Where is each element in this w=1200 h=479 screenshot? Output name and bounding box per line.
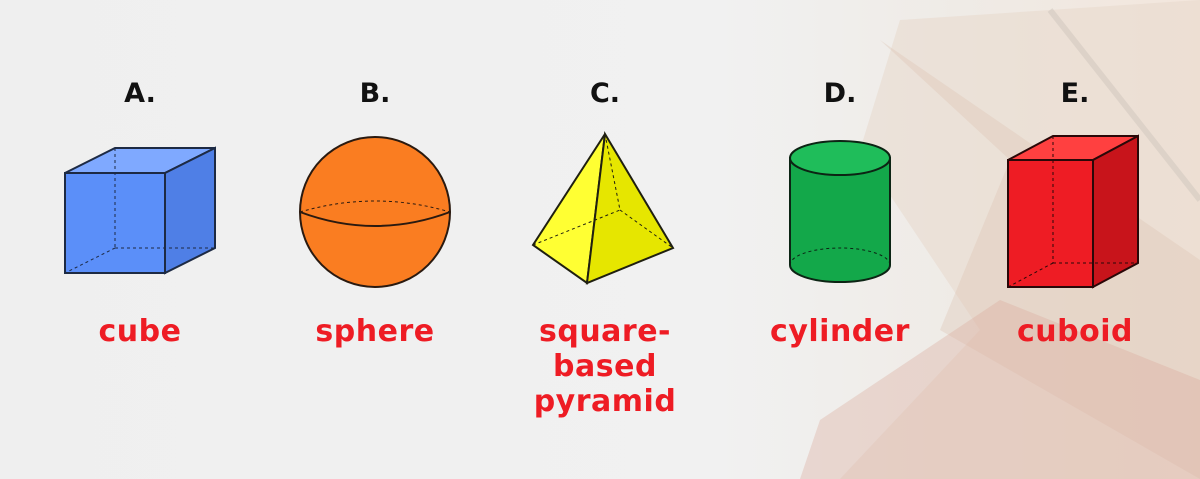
- sphere-icon: [299, 136, 451, 288]
- shape-item-sphere: B. sphere: [275, 0, 475, 479]
- shape-letter: E.: [1060, 78, 1090, 109]
- shape-letter: A.: [124, 78, 156, 109]
- shape-item-pyramid: C. square- based pyramid: [505, 0, 705, 479]
- pyramid-icon: [531, 130, 675, 285]
- cuboid-icon: [1007, 134, 1139, 289]
- shape-letter: B.: [359, 78, 391, 109]
- shape-letter: D.: [823, 78, 857, 109]
- shape-name: cuboid: [1017, 314, 1133, 349]
- shape-name: cylinder: [770, 314, 910, 349]
- cube-icon: [64, 146, 216, 275]
- shape-item-cube: A. cube: [40, 0, 240, 479]
- shape-name-line: pyramid: [533, 384, 677, 419]
- shape-name: sphere: [315, 314, 435, 349]
- shape-item-cuboid: E. cuboid: [975, 0, 1175, 479]
- cylinder-icon: [789, 140, 891, 283]
- shape-name-line: square-: [538, 314, 672, 349]
- shape-item-cylinder: D. cylinder: [740, 0, 940, 479]
- shape-name: square- based pyramid: [505, 314, 705, 419]
- shape-name-line: based: [553, 349, 657, 384]
- shape-letter: C.: [589, 78, 621, 109]
- shape-name: cube: [98, 314, 182, 349]
